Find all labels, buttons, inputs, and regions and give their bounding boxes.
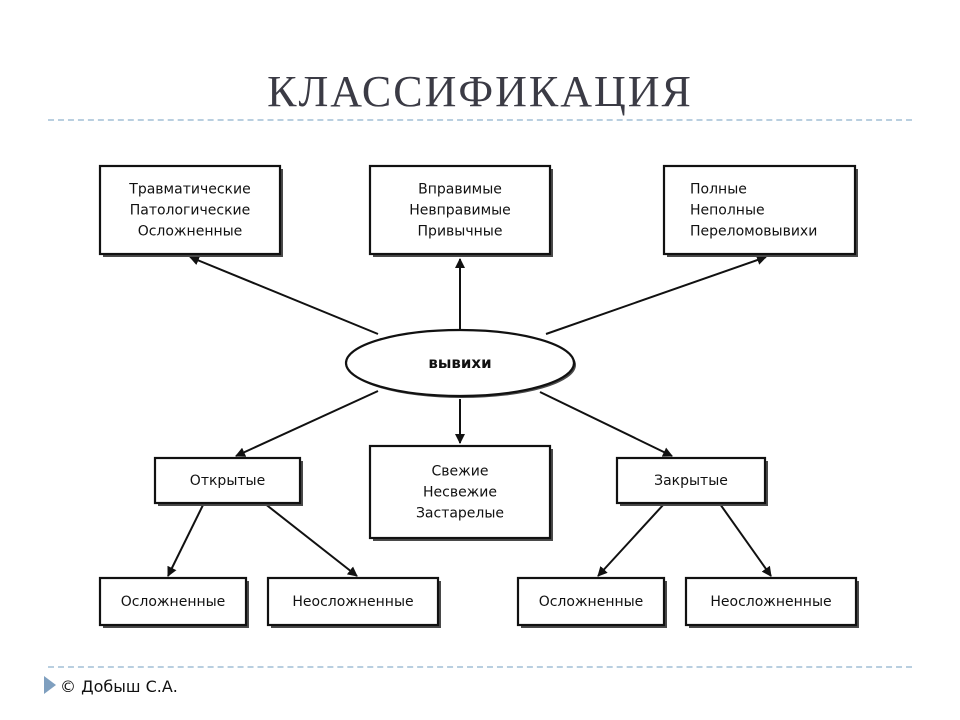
node-box: [615, 456, 767, 505]
node-box: [98, 576, 248, 627]
edge-center-to-closed: [539, 391, 673, 457]
node-label-line: Полные: [690, 182, 747, 198]
slide-title: КЛАССИФИКАЦИЯ: [267, 67, 693, 116]
node-box: [368, 164, 552, 256]
edge-center-to-origin: [189, 255, 379, 335]
edge-center-to-completeness: [545, 255, 767, 335]
node-label-line: Осложненные: [138, 224, 243, 240]
node-label-line: Переломовывихи: [690, 224, 817, 240]
node-open: Открытые: [153, 456, 303, 506]
edge-center-to-open: [235, 390, 379, 457]
edge-closed-to-uncomplicated: [719, 503, 772, 577]
node-open-uncomplicated: Неосложненные: [266, 576, 441, 628]
diagram-edges: [167, 255, 772, 577]
edge-open-to-uncomplicated: [263, 502, 358, 577]
bullet-triangle-icon: [44, 676, 56, 694]
node-box: [684, 576, 858, 627]
node-closed: Закрытые: [615, 456, 768, 506]
node-box: [98, 164, 282, 256]
node-box: [153, 456, 302, 505]
node-label-line: Вправимые: [418, 182, 502, 198]
node-open-complicated: Осложненные: [98, 576, 249, 628]
center-label: вывихи: [428, 354, 491, 372]
node-box: [368, 444, 552, 540]
node-box: [662, 164, 857, 256]
node-label-line: Неполные: [690, 203, 765, 219]
node-box: [516, 576, 666, 627]
edge-closed-to-complicated: [597, 503, 665, 577]
node-label-line: Привычные: [418, 224, 503, 240]
node-label-line: Открытые: [190, 473, 265, 489]
node-label-line: Невправимые: [409, 203, 511, 219]
node-closed-complicated: Осложненные: [516, 576, 667, 628]
node-label-line: Осложненные: [539, 594, 644, 610]
footer-credit: © Добыш С.А.: [60, 677, 178, 696]
node-label-line: Патологические: [130, 203, 251, 219]
node-label-line: Неосложненные: [292, 594, 413, 610]
footer-divider: [48, 666, 912, 668]
edge-open-to-complicated: [167, 502, 205, 577]
center-node: вывихи: [344, 328, 576, 398]
title-divider: [48, 119, 912, 121]
node-box: [266, 576, 440, 627]
node-label-line: Несвежие: [423, 485, 497, 501]
node-label-line: Травматические: [128, 182, 250, 198]
node-label-line: Застарелые: [416, 506, 504, 522]
node-label-line: Неосложненные: [710, 594, 831, 610]
node-closed-uncomplicated: Неосложненные: [684, 576, 859, 628]
node-label-line: Осложненные: [121, 594, 226, 610]
node-label-line: Свежие: [432, 464, 489, 480]
node-label-line: Закрытые: [654, 473, 728, 489]
